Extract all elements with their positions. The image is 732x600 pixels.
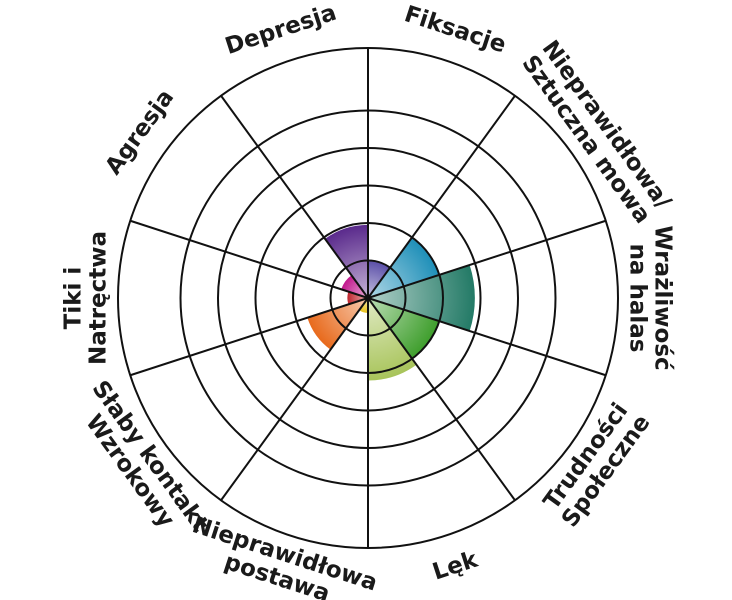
sector-tiki-i-natrectwa [347,291,368,305]
sector-lek [368,298,417,381]
category-label: Tiki i [61,267,87,330]
category-label: Depresja [222,0,340,60]
sector-nieprawidlowa-sztuczna-mowa [368,237,440,298]
category-label: Lęk [429,547,481,586]
grid-spoke-3 [367,219,607,299]
grid-spoke-8 [129,297,369,377]
sector-fiksacje [368,260,391,298]
grid-spoke-5 [367,297,516,501]
label-group-depresja: Depresja [222,0,340,60]
label-group-nieprawidlowa-sztuczna-mowa: Nieprawidłowa/Sztuczna mowa [517,36,677,229]
category-label: na halas [625,244,651,353]
sector-depresja [325,224,368,298]
sectors-layer [307,224,475,381]
sector-wrazliwosc-na-halas [368,264,475,332]
label-group-agresja: Agresja [100,85,179,180]
category-label: Fiksacje [401,1,509,58]
sector-slaby-kontakt-wzrokowy [307,298,368,350]
sector-agresja [341,275,368,298]
grid-spoke-7 [220,297,369,501]
grid-spoke-9 [129,219,369,299]
grid-spoke-4 [367,297,607,377]
category-label: Agresja [100,85,179,180]
category-label: Natręctwa [86,231,112,365]
label-group-fiksacje: Fiksacje [401,1,509,58]
grid-spoke-10 [220,95,369,299]
grid-layer [117,47,619,549]
category-label: Wrażliwość [650,225,676,370]
label-group-lek: Lęk [429,547,481,586]
sector-trudnosci-spoleczne [368,298,440,359]
grid-spoke-2 [367,95,516,299]
